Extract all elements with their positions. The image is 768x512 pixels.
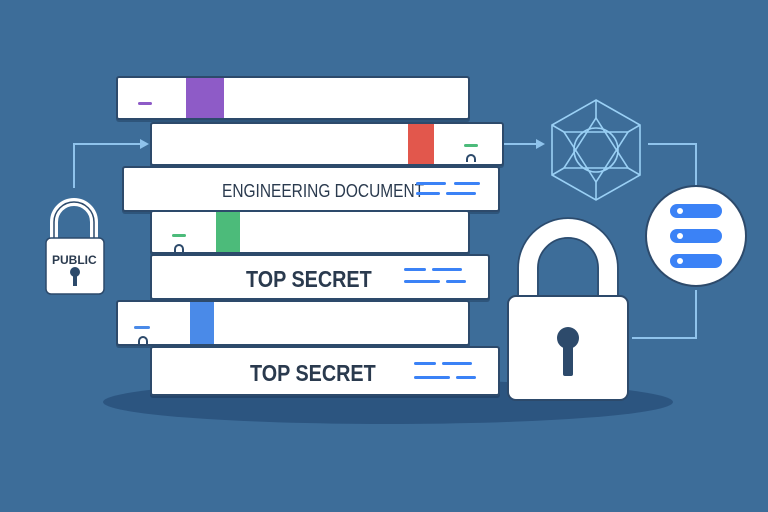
label-dash	[432, 268, 462, 271]
public-label: PUBLIC	[52, 253, 97, 267]
binder-7: TOP SECRET	[150, 346, 500, 396]
label-dash	[416, 192, 440, 195]
binder-3: ENGINEERING DOCUMENT	[122, 166, 500, 212]
binder-2	[150, 122, 504, 166]
label-dash	[454, 182, 480, 185]
binder-1	[116, 76, 470, 120]
label-dash	[456, 376, 476, 379]
label-dash	[414, 362, 436, 365]
padlock-icon	[45, 198, 105, 295]
top-secret-label-2: TOP SECRET	[250, 360, 376, 386]
binder-ring	[174, 244, 184, 252]
network-icosahedron-icon	[551, 99, 641, 201]
binder-ring	[138, 336, 148, 344]
label-dash	[404, 280, 440, 283]
spine-band-red	[408, 124, 434, 164]
binder-4	[150, 210, 470, 254]
spine-band-green	[216, 212, 240, 252]
label-dash	[404, 268, 426, 271]
label-dash	[414, 376, 450, 379]
binder-tab	[138, 102, 152, 105]
spine-band-purple	[186, 78, 224, 118]
spine-band-blue	[190, 302, 214, 344]
server-stack-icon	[645, 185, 747, 287]
binder-tab	[134, 326, 150, 329]
binder-5: TOP SECRET	[150, 254, 490, 300]
label-dash	[416, 182, 446, 185]
large-padlock-icon	[507, 217, 629, 401]
binder-6	[116, 300, 470, 346]
binder-ring	[466, 154, 476, 162]
connector-line-left	[73, 143, 140, 188]
engineering-document-label: ENGINEERING DOCUMENT	[222, 181, 425, 201]
top-secret-label-1: TOP SECRET	[246, 266, 372, 292]
binder-tab	[172, 234, 186, 237]
binder-tab	[464, 144, 478, 147]
label-dash	[446, 280, 466, 283]
connector-arrow-left	[140, 139, 149, 149]
connector-line-server-lock	[632, 290, 697, 339]
connector-arrow-right	[536, 139, 545, 149]
connector-line-network-server	[648, 143, 697, 186]
label-dash	[442, 362, 472, 365]
keyhole-icon	[557, 327, 579, 376]
label-dash	[446, 192, 476, 195]
